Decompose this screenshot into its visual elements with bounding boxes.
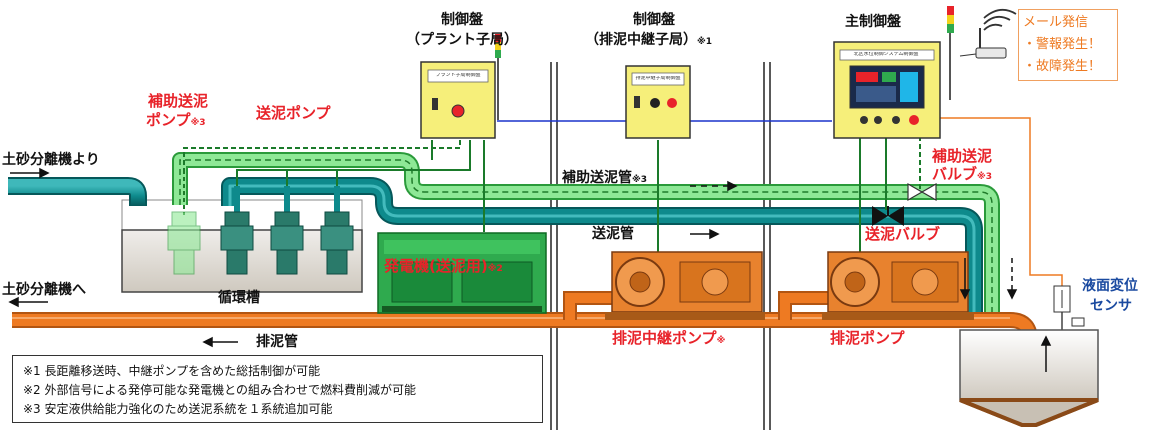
feed-pump-1 — [220, 211, 254, 275]
footnote-2: ※2 外部信号による発停可能な発電機との組み合わせで燃料費削減が可能 — [23, 383, 417, 397]
from-separator-label: 土砂分離機より — [2, 152, 100, 168]
relay-pump-label: 排泥中継ポンプ※ — [612, 329, 726, 347]
feed-pump-2 — [270, 211, 304, 275]
generator — [377, 232, 547, 314]
feed-pipe-label: 送泥管 — [592, 226, 634, 242]
level-sensor-icon — [1053, 285, 1085, 327]
circulation-tank-label: 循環槽 — [218, 290, 260, 306]
main-panel-plate: 北区水位制御システム制御盤 — [853, 52, 919, 57]
section-divider-2 — [763, 62, 771, 430]
aux-pipe-label: 補助送泥管※3 — [562, 170, 648, 186]
feed-pump-3 — [320, 211, 354, 275]
feed-valve-icon — [872, 206, 904, 226]
aux-feed-pipe — [172, 152, 1000, 322]
relay-panel-plate: 排泥中継子局制御盤 — [635, 76, 681, 81]
mail-item-fault: ・故障発生！ — [1023, 59, 1102, 74]
discharge-tank — [959, 329, 1099, 427]
control-lines — [183, 136, 921, 255]
relay-panel-subtitle: （排泥中継子局）※1 — [585, 32, 713, 48]
relay-pump — [605, 251, 765, 320]
aux-feed-pump — [167, 211, 201, 275]
sensor-line — [940, 117, 1063, 290]
aux-pump-label: 補助送泥 — [147, 92, 208, 110]
feed-pump-label: 送泥ポンプ — [256, 104, 331, 122]
mail-item-alarm: ・警報発生！ — [1023, 37, 1102, 52]
mail-title: メール発信 — [1023, 15, 1089, 30]
level-sensor-label-2: センサ — [1090, 298, 1132, 314]
section-divider-1 — [550, 62, 558, 430]
router-icon — [959, 8, 1017, 59]
level-sensor-label: 液面変位 — [1082, 278, 1138, 294]
relay-panel-title: 制御盤 — [633, 12, 675, 28]
to-separator-label: 土砂分離機へ — [2, 282, 86, 298]
feed-pipe — [8, 177, 983, 322]
aux-pump-label-2: ポンプ※3 — [146, 111, 206, 129]
feed-pump-risers — [183, 170, 340, 215]
aux-valve-label-2: バルブ※3 — [932, 165, 993, 183]
plant-control-panel — [420, 61, 496, 139]
main-control-panel — [833, 41, 941, 139]
footnotes-box: ※1 長距離移送時、中継ポンプを含めた総括制御が可能 ※2 外部信号による発停可… — [12, 355, 543, 423]
discharge-pump-label: 排泥ポンプ — [830, 329, 905, 347]
relay-control-panel — [625, 65, 691, 139]
footnote-1: ※1 長距離移送時、中継ポンプを含めた総括制御が可能 — [23, 364, 321, 378]
plant-panel-title: 制御盤 — [441, 12, 483, 28]
discharge-pipe-label: 排泥管 — [256, 334, 298, 350]
generator-label: 発電機(送泥用)※2 — [384, 257, 503, 275]
main-panel-beacon — [947, 6, 954, 100]
feed-valve-label: 送泥バルブ — [865, 225, 941, 243]
discharge-pump — [822, 251, 974, 320]
footnote-3: ※3 安定液供給能力強化のため送泥系統を１系統追加可能 — [23, 402, 333, 416]
flow-arrows — [8, 167, 1052, 372]
mail-notification-box: メール発信 ・警報発生！ ・故障発生！ — [1018, 9, 1118, 81]
plant-panel-subtitle: （プラント子局） — [406, 32, 518, 48]
aux-valve-label: 補助送泥 — [932, 147, 993, 165]
main-panel-title: 主制御盤 — [845, 14, 901, 30]
plant-panel-plate: プラント子局制御盤 — [435, 73, 481, 78]
aux-valve-icon — [907, 182, 937, 202]
plant-panel-beacon — [495, 34, 501, 120]
